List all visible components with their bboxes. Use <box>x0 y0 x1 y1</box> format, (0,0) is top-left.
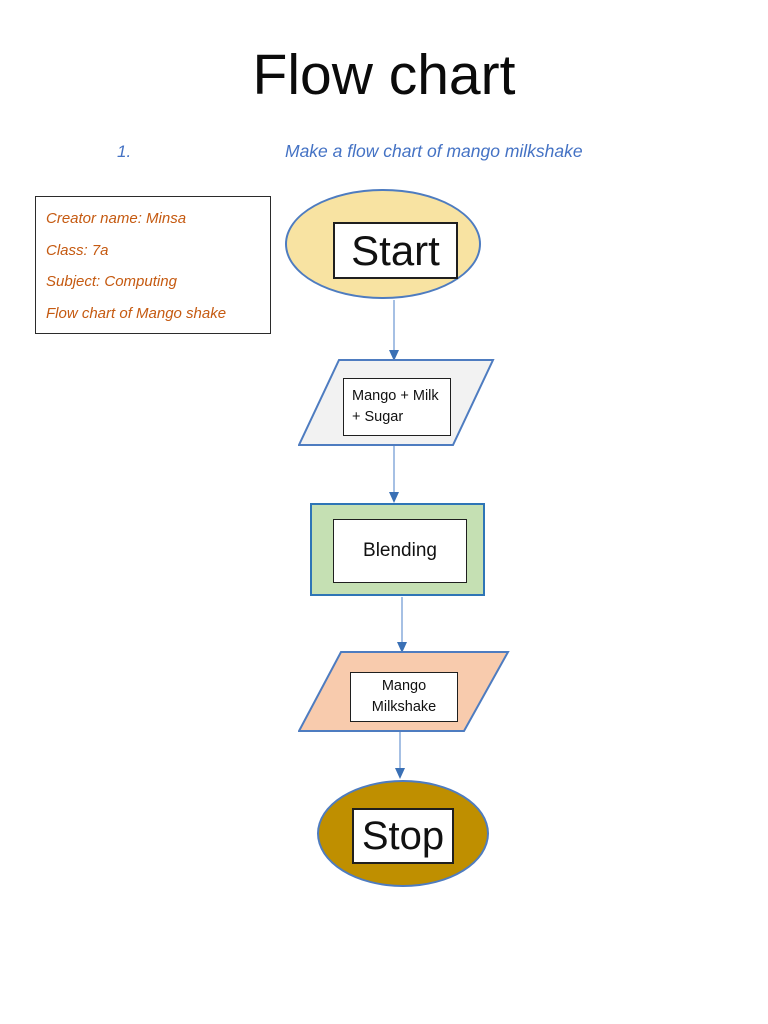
arrow-output-to-stop <box>395 732 405 779</box>
output-label-line1: Mango <box>381 678 427 694</box>
stop-node-label: Stop <box>352 808 454 864</box>
arrow-input-to-process <box>389 446 399 503</box>
class-line: Class: 7a <box>46 241 109 259</box>
start-node-label: Start <box>333 222 458 279</box>
arrow-start-to-input <box>389 300 399 361</box>
creator-info-box: Creator name: Minsa Class: 7a Subject: C… <box>35 196 271 334</box>
exercise-number: 1. <box>117 142 132 161</box>
input-node-label: Mango + Milk + Sugar <box>343 378 451 436</box>
creator-name-line: Creator name: Minsa <box>46 210 187 227</box>
input-label-line1: Mango + Milk <box>352 388 439 404</box>
subject-line: Subject: Computing <box>46 273 177 290</box>
output-node-label: Mango Milkshake <box>350 672 458 722</box>
output-label-line2: Milkshake <box>371 699 437 715</box>
input-label-line2: + Sugar <box>352 409 404 425</box>
chart-description-line: Flow chart of Mango shake <box>46 304 227 322</box>
page-title: Flow chart <box>252 43 516 107</box>
arrow-process-to-output <box>397 597 407 653</box>
process-node-label: Blending <box>333 519 467 583</box>
exercise-prompt: Make a flow chart of mango milkshake <box>285 141 583 161</box>
